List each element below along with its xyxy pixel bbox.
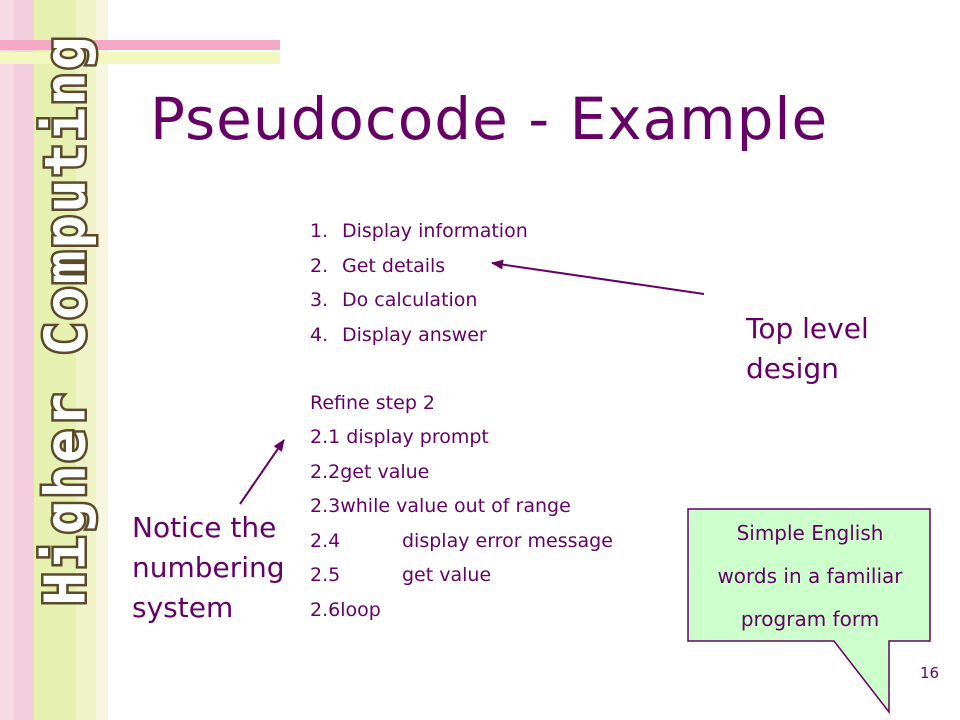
refine-item: 2.5 get value [310, 558, 613, 593]
decorative-stripe [0, 40, 280, 50]
step-text: Display information [342, 220, 528, 242]
refine-number: 2.2 [310, 460, 341, 483]
step-item: 3. Do calculation [310, 283, 528, 318]
page-number: 16 [920, 664, 940, 682]
top-level-design-callout: Top level design [746, 309, 869, 389]
refine-heading: Refine step 2 [310, 392, 436, 414]
step-item: 4. Display answer [310, 318, 528, 353]
refine-number: 2.3 [310, 495, 341, 517]
step-item: 1. Display information [310, 214, 528, 249]
decorative-band [14, 0, 34, 720]
refinement-steps: 2.1 display prompt 2.2get value 2.3while… [310, 420, 613, 627]
page-title: Pseudocode - Example [150, 85, 829, 153]
step-number: 3. [310, 289, 329, 311]
step-number: 2. [310, 254, 329, 277]
arrow-to-numbering [239, 439, 285, 505]
step-number: 4. [310, 323, 329, 346]
refine-text: display error message [402, 529, 613, 552]
speech-bubble-shape [687, 508, 931, 715]
numbering-callout: Notice the numbering system [132, 508, 285, 628]
refine-number: 2.4 [310, 529, 341, 552]
decorative-band [0, 0, 14, 720]
callout-line: numbering [132, 551, 285, 584]
refine-item: 2.1 display prompt [310, 420, 613, 455]
refine-text: while value out of range [340, 495, 571, 517]
refine-number: 2.6 [310, 598, 341, 621]
refine-item: 2.6loop [310, 593, 613, 628]
step-number: 1. [310, 220, 329, 242]
callout-line: Top level [746, 312, 869, 345]
bubble-line: words in a familiar [717, 564, 903, 588]
step-text: Get details [342, 254, 446, 277]
refine-text: get value [402, 564, 492, 586]
bubble-line: program form [740, 607, 880, 631]
callout-line: Notice the [132, 511, 277, 544]
decorative-stripe [0, 52, 280, 64]
refine-number: 2.5 [310, 564, 341, 586]
speech-bubble-text: Simple English words in a familiar progr… [688, 512, 932, 641]
bubble-line: Simple English [736, 521, 884, 545]
step-item: 2. Get details [310, 249, 528, 284]
decorative-band [76, 0, 96, 720]
refine-text: loop [340, 598, 381, 621]
decorative-band [96, 0, 108, 720]
refine-item: 2.3while value out of range [310, 489, 613, 524]
callout-line: design [746, 352, 839, 385]
refine-number: 2.1 [310, 426, 341, 448]
arrow-to-get-details [491, 259, 705, 295]
top-level-steps: 1. Display information 2. Get details 3. Do… [310, 214, 528, 352]
refine-item: 2.2get value [310, 455, 613, 490]
callout-line: system [132, 591, 234, 624]
refine-text: display prompt [346, 426, 489, 448]
step-text: Do calculation [342, 289, 478, 311]
refine-item: 2.4 display error message [310, 524, 613, 559]
refine-text: get value [340, 460, 430, 483]
decorative-band [34, 0, 76, 720]
step-text: Display answer [342, 323, 487, 346]
